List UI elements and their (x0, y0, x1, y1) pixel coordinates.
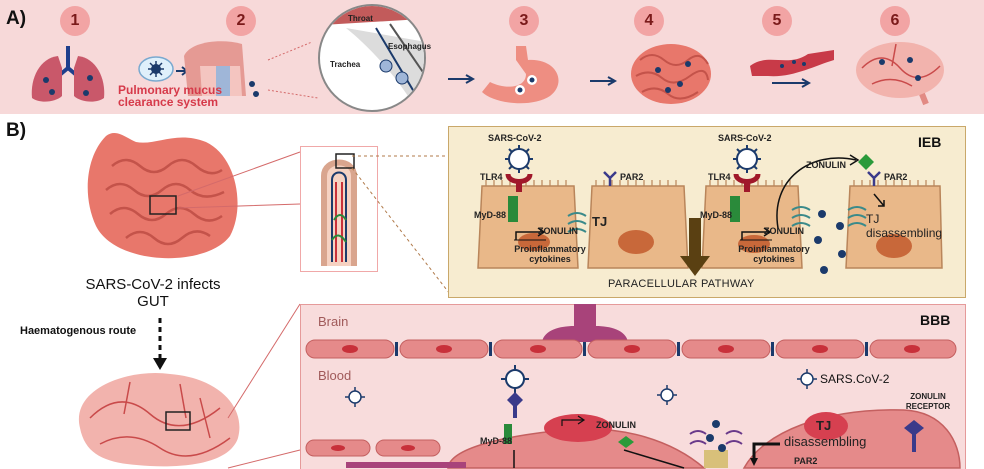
bbb-infected-cell (447, 409, 961, 469)
paracellular-down-arrow (680, 218, 710, 276)
bbb-virus-2 (657, 385, 677, 405)
bbb-tj-label: TJ (816, 418, 832, 433)
cytokines-label-right: Proinflammatory cytokines (738, 244, 810, 264)
villus-illustration (321, 153, 357, 266)
zonulin-gene-arrow-left (514, 227, 546, 241)
myd88-label-right: MyD-88 (700, 210, 733, 220)
dotted-down-arrow (153, 318, 167, 370)
step-1-badge: 1 (60, 6, 90, 36)
panel-a-label: A) (6, 8, 27, 29)
esophagus-label: Esophagus (388, 42, 432, 51)
ieb-virus-left (505, 145, 533, 173)
sars-label-left: SARS-CoV-2 (488, 133, 542, 143)
tj-squiggle-right-a (791, 206, 811, 227)
bbb-virus-legend-icon (797, 369, 817, 389)
bbb-virus-3 (501, 365, 529, 393)
airway-inset (318, 4, 426, 112)
bbb-myd88-label: MyD-88 (480, 436, 513, 446)
connector-villus-to-ieb (351, 155, 451, 295)
par2-label-left: PAR2 (620, 172, 644, 182)
bbb-receptor-stalk (507, 392, 523, 418)
tj-squiggle-left (567, 212, 587, 233)
sars-label-right: SARS-CoV-2 (718, 133, 772, 143)
throat-label: Throat (348, 14, 373, 23)
par2-receptor-right (867, 171, 881, 186)
myd88-label-left: MyD-88 (474, 210, 507, 220)
sars-legend-label: SARS.CoV-2 (820, 372, 890, 386)
step-6-badge: 6 (880, 6, 910, 36)
zonulin-gene-arrow-right (740, 227, 772, 241)
bbb-bottom-cells (305, 439, 466, 468)
step-3-badge: 3 (509, 6, 539, 36)
gut-caption: SARS-CoV-2 infects GUT (85, 276, 221, 310)
trachea-label: Trachea (330, 60, 361, 69)
endothelial-cell-row (305, 339, 957, 359)
ieb-title: IEB (918, 134, 942, 150)
bbb-title: BBB (920, 312, 951, 328)
blood-region-label: Blood (318, 368, 352, 383)
zonulin-label-right: ZONULIN (764, 226, 804, 236)
bbb-zonulin-label: ZONULIN (596, 420, 636, 430)
tlr4-label-left: TLR4 (480, 172, 503, 182)
brain-small-illustration (856, 42, 944, 106)
bbb-virus-1 (345, 387, 365, 407)
bbb-tj-disassembling-label: disassembling (784, 434, 867, 449)
arrow-a-1 (448, 74, 476, 84)
connector-gut-to-villus (177, 151, 301, 209)
tj-label: TJ (592, 214, 608, 229)
tlr4-receptor-left (505, 173, 533, 192)
paracellular-pathway-label: PARACELLULAR PATHWAY (608, 278, 755, 290)
brain-region-label: Brain (318, 314, 349, 329)
virus-oval-icon (138, 56, 174, 82)
dotted-connector-a (267, 41, 319, 99)
arrow-a-3 (772, 78, 812, 88)
zonulin-diamond-icon (858, 154, 874, 170)
cytokines-label-left: Proinflammatory cytokines (514, 244, 586, 264)
head-cross-section (184, 41, 259, 97)
step-4-badge: 4 (634, 6, 664, 36)
route-caption: Haematogenous route (20, 325, 137, 337)
arrow-a-2 (590, 76, 618, 86)
connector-to-bbb (227, 303, 301, 469)
bbb-tj-gap (689, 420, 743, 468)
step-2-badge: 2 (226, 6, 256, 36)
intestine-illustration (631, 44, 711, 104)
gut-illustration (87, 132, 238, 259)
tlr4-label-right: TLR4 (708, 172, 731, 182)
panel-b-label: B) (6, 120, 27, 141)
mucus-label: Pulmonary mucus clearance system (118, 83, 223, 109)
tj-squiggle-right-b (847, 206, 867, 227)
zonulin-receptor-label: ZONULIN RECEPTOR (905, 392, 951, 411)
tlr4-receptor-right (733, 173, 761, 192)
blood-vessel-illustration (750, 50, 834, 77)
ieb-virus-right (733, 145, 761, 173)
astrocyte-foot (542, 304, 628, 342)
bbb-par2-label: PAR2 (794, 456, 818, 466)
small-arrow-to-tj (873, 193, 885, 207)
par2-label-right: PAR2 (884, 172, 908, 182)
step-5-badge: 5 (762, 6, 792, 36)
lungs-illustration (31, 46, 105, 102)
stomach-illustration (482, 46, 559, 104)
par2-receptor-left (603, 171, 617, 186)
zonulin-label-top: ZONULIN (806, 160, 846, 170)
tj-disassembling-label: TJ disassembling (866, 212, 943, 240)
ieb-viruses-paracellular (814, 210, 846, 274)
brain-illustration (78, 372, 240, 467)
ieb-curved-arrow (776, 154, 860, 229)
zonulin-label-left: ZONULIN (538, 226, 578, 236)
